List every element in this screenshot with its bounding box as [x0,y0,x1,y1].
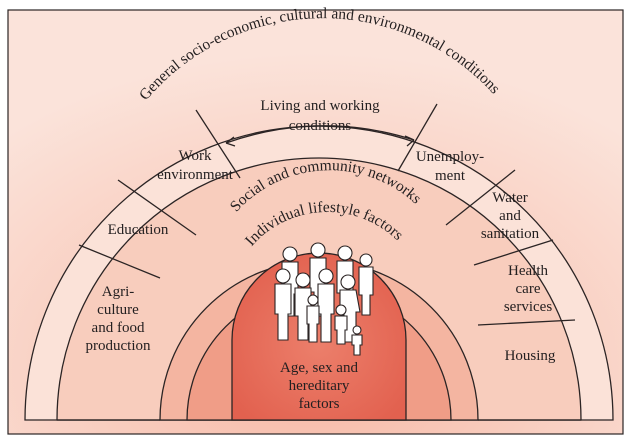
center-label: Age, sex and hereditary factors [280,360,358,412]
agriculture-line-4: production [86,338,151,354]
segment-work-environment: Work environment [157,148,234,183]
segment-agriculture: Agri- culture and food production [86,284,151,354]
living-working-line-1: Living and working [260,98,380,114]
water-line-2: and [499,208,521,224]
agriculture-line-2: culture [97,302,139,318]
center-line-3: factors [299,396,340,412]
water-line-3: sanitation [481,226,540,242]
health-line-3: services [504,299,552,315]
segment-unemployment: Unemploy- ment [416,149,484,184]
work-environment-line-1: Work [179,148,212,164]
agriculture-line-3: and food [92,320,145,336]
health-line-2: care [516,281,541,297]
center-line-2: hereditary [289,378,350,394]
water-line-1: Water [492,190,527,206]
segment-education: Education [108,222,169,238]
people-group-icon [274,242,374,356]
housing-label: Housing [505,348,556,364]
segment-dividers [57,103,581,421]
segment-health-care: Health care services [504,263,552,315]
work-environment-line-2: environment [157,167,234,183]
double-curved-arrow-icon [225,125,415,147]
health-line-1: Health [508,263,548,279]
segment-living-working: Living and working conditions [225,98,415,147]
center-line-1: Age, sex and [280,360,358,376]
unemployment-line-1: Unemploy- [416,149,484,165]
education-label: Education [108,222,169,238]
segment-housing: Housing [505,348,556,364]
agriculture-line-1: Agri- [102,284,135,300]
segment-water-sanitation: Water and sanitation [481,190,540,242]
unemployment-line-2: ment [435,168,466,184]
